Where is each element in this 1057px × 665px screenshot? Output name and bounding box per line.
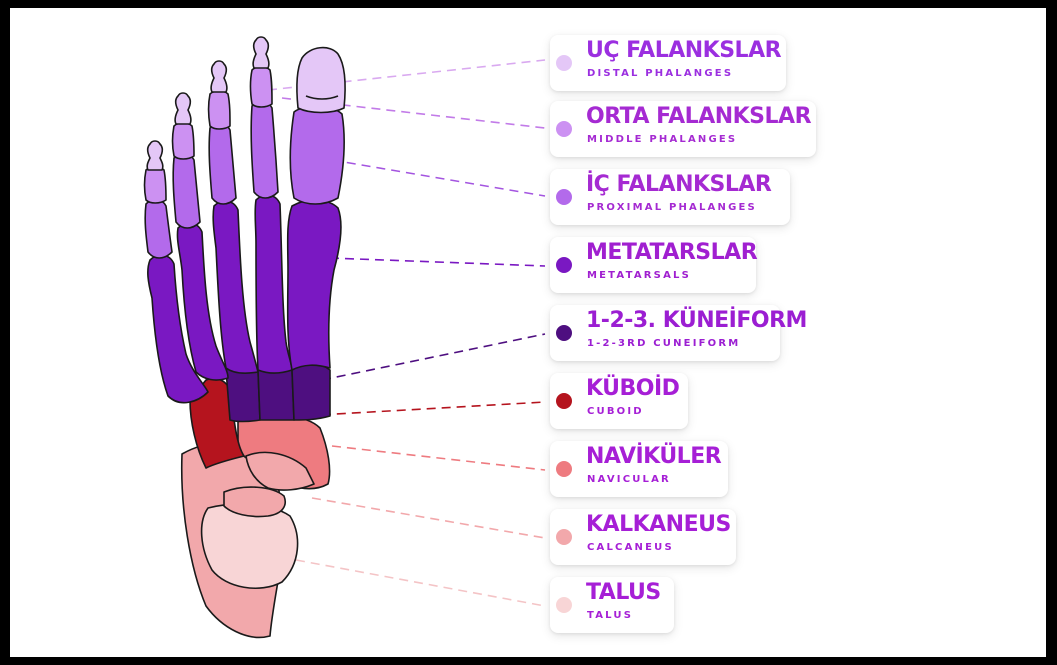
- label-card-distal: UÇ FALANKSLAR DISTAL PHALANGES: [550, 35, 786, 91]
- label-title: NAVİKÜLER: [586, 444, 721, 469]
- label-card-metatarsal: METATARSLAR METATARSALS: [550, 237, 756, 293]
- leader-line-cuneiform: [322, 334, 545, 380]
- proximal-phalanx-4: [173, 154, 200, 228]
- proximal-phalanx-5: [145, 200, 172, 258]
- label-subtitle: CALCANEUS: [587, 542, 674, 553]
- label-card-cuneiform: 1-2-3. KÜNEİFORM 1-2-3RD CUNEIFORM: [550, 305, 780, 361]
- label-title: TALUS: [586, 580, 661, 605]
- distal-phalanx-5: [147, 141, 163, 170]
- label-subtitle: DISTAL PHALANGES: [587, 68, 733, 79]
- cuboid-dot: [556, 393, 572, 409]
- middle-phalanx-4: [173, 123, 195, 159]
- leader-line-talus: [296, 560, 545, 606]
- foot-skeleton-diagram: [10, 8, 1046, 657]
- proximal-phalanx-2: [251, 102, 278, 198]
- label-subtitle: METATARSALS: [587, 270, 691, 281]
- metatarsal-2-bone: [255, 195, 292, 373]
- leader-line-calcaneus: [312, 498, 545, 538]
- label-card-talus: TALUS TALUS: [550, 577, 674, 633]
- label-title: 1-2-3. KÜNEİFORM: [586, 308, 807, 333]
- label-subtitle: MIDDLE PHALANGES: [587, 134, 737, 145]
- label-subtitle: CUBOID: [587, 406, 644, 417]
- label-title: METATARSLAR: [586, 240, 757, 265]
- distal-phalanx-1: [297, 48, 345, 113]
- leader-line-navicular: [332, 446, 545, 470]
- cuneiform-dot: [556, 325, 572, 341]
- label-title: UÇ FALANKSLAR: [586, 38, 781, 63]
- label-card-cuboid: KÜBOİD CUBOID: [550, 373, 688, 429]
- label-subtitle: TALUS: [587, 610, 633, 621]
- label-title: KALKANEUS: [586, 512, 731, 537]
- label-card-proximal: İÇ FALANKSLAR PROXIMAL PHALANGES: [550, 169, 790, 225]
- proximal-phalanx-1: [290, 106, 344, 204]
- navicular-dot: [556, 461, 572, 477]
- leader-line-proximal: [332, 160, 545, 196]
- middle-phalanx-5: [145, 167, 167, 203]
- distal-phalanx-4: [175, 93, 191, 124]
- metatarsal-1-bone: [288, 200, 341, 370]
- cuneiform-3-bone: [292, 364, 330, 420]
- label-title: KÜBOİD: [586, 376, 679, 401]
- distal-phalanx-3: [211, 61, 227, 92]
- proximal-phalanx-3: [209, 124, 236, 204]
- label-title: ORTA FALANKSLAR: [586, 104, 811, 129]
- label-card-middle: ORTA FALANKSLAR MIDDLE PHALANGES: [550, 101, 816, 157]
- middle-phalanx-2: [251, 67, 273, 107]
- proximal-dot: [556, 189, 572, 205]
- label-subtitle: PROXIMAL PHALANGES: [587, 202, 757, 213]
- metatarsal-3-bone: [213, 201, 258, 373]
- label-card-calcaneus: KALKANEUS CALCANEUS: [550, 509, 736, 565]
- middle-dot: [556, 121, 572, 137]
- metatarsal-dot: [556, 257, 572, 273]
- middle-phalanx-3: [209, 91, 231, 129]
- calcaneus-dot: [556, 529, 572, 545]
- leader-line-metatarsal: [330, 258, 545, 266]
- label-card-navicular: NAVİKÜLER NAVICULAR: [550, 441, 728, 497]
- label-title: İÇ FALANKSLAR: [586, 172, 771, 197]
- diagram-frame: UÇ FALANKSLAR DISTAL PHALANGES ORTA FALA…: [10, 8, 1046, 657]
- label-subtitle: 1-2-3RD CUNEIFORM: [587, 338, 740, 349]
- label-subtitle: NAVICULAR: [587, 474, 671, 485]
- talus-dot: [556, 597, 572, 613]
- distal-phalanx-2: [253, 37, 269, 68]
- distal-dot: [556, 55, 572, 71]
- calcaneus-head: [224, 487, 285, 516]
